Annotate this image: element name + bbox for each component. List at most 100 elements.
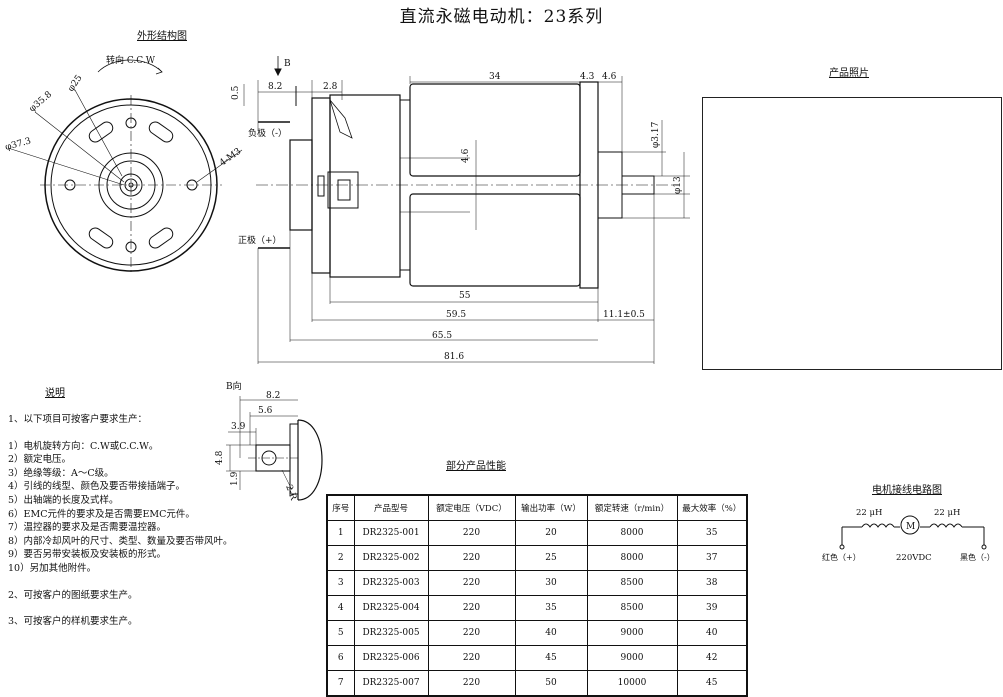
b-dim-3-9: 3.9 [231, 422, 246, 432]
table-cell: 5 [326, 620, 355, 646]
note-line: 1、以下项目可按客户要求生产： [8, 414, 148, 425]
neg-terminal-label: 负极（-） [248, 127, 287, 139]
dim-phi35-8: φ35.8 [28, 90, 55, 115]
note-line: 1）电机旋转方向：C.W或C.C.W。 [8, 440, 159, 452]
table-cell: 30 [514, 570, 588, 596]
col-header: 最大效率（%） [676, 494, 748, 521]
note-line: 4）引线的线型、颜色及要否带接插端子。 [8, 481, 186, 493]
note-line: 3、可按客户的样机要求生产。 [8, 616, 138, 628]
side-view [243, 56, 690, 364]
table-cell: 39 [676, 595, 748, 621]
note-line: 2、可按客户的图纸要求生产。 [8, 589, 138, 601]
table-cell: DR2325-005 [353, 620, 429, 646]
table-cell: 25 [514, 545, 588, 571]
table-cell: 9000 [586, 620, 678, 646]
note-line: 9）要否另带安装板及安装板的形式。 [8, 549, 167, 561]
table-row: 3 DR2325-003 220 30 8500 38 [326, 570, 748, 596]
table-cell: DR2325-002 [353, 545, 429, 571]
dim-4-6: 4.6 [602, 72, 617, 82]
table-header-row: 序号 产品型号 额定电压（VDC） 输出功率（W） 额定转速（r/min） 最大… [326, 494, 748, 521]
table-cell: 40 [676, 620, 748, 646]
table-cell: 37 [676, 545, 748, 571]
table-row: 4 DR2325-004 220 35 8500 39 [326, 595, 748, 621]
note-line: 8）内部冷却风叶的尺寸、类型、数量及要否带风叶。 [8, 535, 233, 547]
notes-list: 1、以下项目可按客户要求生产： 1）电机旋转方向：C.W或C.C.W。 2）额定… [8, 413, 233, 629]
table-row: 6 DR2325-006 220 45 9000 42 [326, 645, 748, 671]
inductor-1-label: 22 μH [856, 508, 882, 518]
dim-4-6-vertical: 4.6 [461, 148, 471, 163]
table-cell: 35 [514, 595, 588, 621]
dim-2-8: 2.8 [323, 82, 338, 92]
table-cell: DR2325-003 [353, 570, 429, 596]
dim-phi3-17: φ3.17 [651, 121, 661, 148]
wiring-label: 电机接线电路图 [872, 485, 942, 496]
dim-34: 34 [489, 72, 501, 82]
col-header: 额定电压（VDC） [427, 494, 516, 521]
note-line: 7）温控器的要求及是否需要温控器。 [8, 522, 167, 534]
table-row: 7 DR2325-007 220 50 10000 45 [326, 670, 748, 697]
note-line: 2）额定电压。 [8, 454, 72, 466]
table-cell: 8000 [586, 520, 678, 546]
b-dim-4-8: 4.8 [215, 450, 225, 465]
voltage-label: 220VDC [896, 553, 932, 563]
table-cell: DR2325-004 [353, 595, 429, 621]
performance-label: 部分产品性能 [446, 461, 506, 472]
table-cell: 8500 [586, 570, 678, 596]
table-cell: 7 [326, 670, 355, 697]
note-line: 10）另加其他附件。 [8, 562, 97, 574]
note-line: 5）出轴端的长度及式样。 [8, 494, 119, 506]
dim-81-6: 81.6 [444, 352, 464, 362]
table-cell: 220 [427, 570, 516, 596]
b-dim-1-9: 1.9 [230, 471, 240, 486]
table-cell: 3 [326, 570, 355, 596]
table-cell: 220 [427, 595, 516, 621]
table-cell: 45 [514, 645, 588, 671]
inductor-2-label: 22 μH [934, 508, 960, 518]
dim-11-1: 11.1±0.5 [603, 310, 645, 320]
product-photo-frame [702, 97, 1002, 370]
table-cell: 38 [676, 570, 748, 596]
dim-phi13: φ13 [673, 176, 683, 194]
table-cell: 2 [326, 545, 355, 571]
rotation-label: 转向 C.C.W [106, 54, 156, 66]
view-b-arrow-label: B [284, 59, 291, 69]
table-cell: 42 [676, 645, 748, 671]
table-cell: DR2325-007 [353, 670, 429, 697]
b-view [226, 396, 323, 501]
b-view-label: B向 [226, 380, 242, 392]
table-cell: 220 [427, 670, 516, 697]
table-cell: 8000 [586, 545, 678, 571]
table-row: 1 DR2325-001 220 20 8000 35 [326, 520, 748, 546]
table-cell: 6 [326, 645, 355, 671]
outline-label: 外形结构图 [137, 31, 187, 42]
motor-symbol-label: M [906, 522, 915, 532]
b-dim-5-6: 5.6 [258, 406, 273, 416]
dim-phi37-3: φ37.3 [4, 136, 32, 153]
notes-label: 说明 [45, 388, 65, 399]
table-cell: 220 [427, 620, 516, 646]
red-lead-label: 红色（+） [822, 552, 861, 562]
table-cell: 220 [427, 645, 516, 671]
table-cell: 20 [514, 520, 588, 546]
dim-0-5: 0.5 [231, 85, 241, 100]
performance-table: 序号 产品型号 额定电压（VDC） 输出功率（W） 额定转速（r/min） 最大… [326, 494, 748, 697]
dim-phi25: φ25 [66, 73, 85, 94]
table-cell: 40 [514, 620, 588, 646]
table-cell: 8500 [586, 595, 678, 621]
pos-terminal-label: 正极（+） [238, 234, 282, 246]
table-cell: 50 [514, 670, 588, 697]
table-row: 2 DR2325-002 220 25 8000 37 [326, 545, 748, 571]
col-header: 额定转速（r/min） [586, 494, 678, 521]
dim-55: 55 [459, 291, 471, 301]
table-cell: 10000 [586, 670, 678, 697]
dim-65-5: 65.5 [432, 331, 452, 341]
dim-4-3: 4.3 [580, 72, 595, 82]
col-header: 输出功率（W） [514, 494, 588, 521]
table-cell: 1 [326, 520, 355, 546]
dim-8-2: 8.2 [268, 82, 282, 92]
black-lead-label: 黑色（-） [960, 552, 995, 562]
table-cell: 35 [676, 520, 748, 546]
dim-4-m3: 4-M3 [218, 147, 243, 169]
col-header: 产品型号 [353, 494, 429, 521]
